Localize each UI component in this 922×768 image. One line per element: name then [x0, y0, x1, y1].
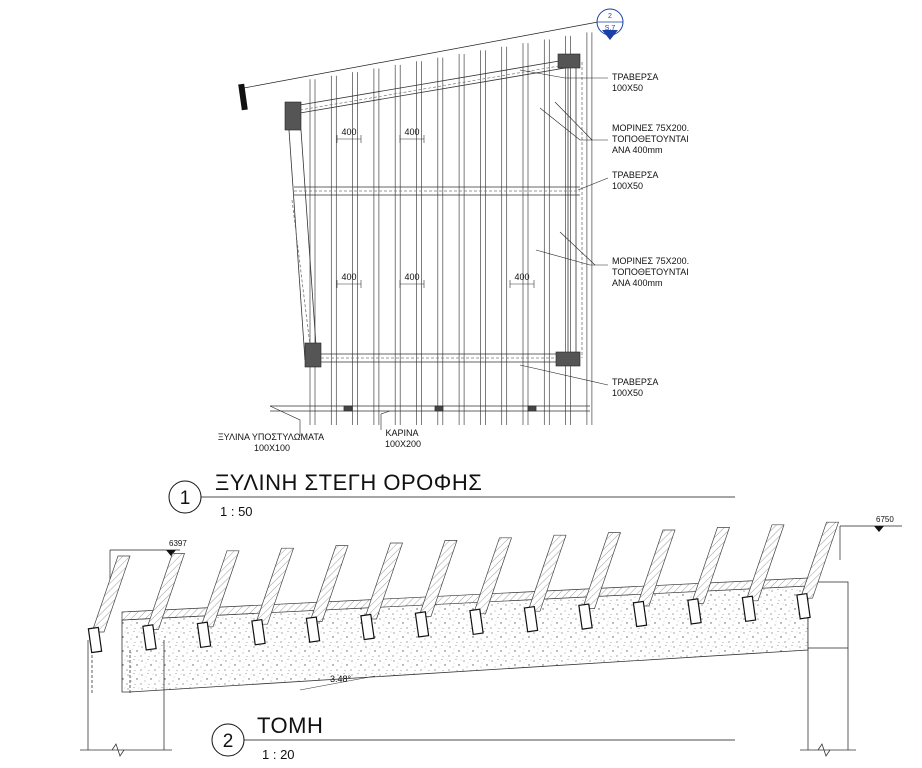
rafter [352, 72, 358, 425]
level-value-left: 6397 [169, 539, 187, 548]
label-morines-top: ΜΟΡΙΝΕΣ 75Χ200. ΤΟΠΟΘΕΤΟΥΝΤΑΙ ΑΝΑ 400mm [612, 123, 692, 155]
section-rafter [196, 550, 240, 649]
section-rafter [796, 521, 839, 620]
view-title-2: 2 ΤΟΜΗ 1 : 20 [211, 713, 735, 762]
section-marker-number: 2 [608, 13, 612, 20]
dimension-400: 400 [336, 127, 362, 143]
rafter [522, 43, 529, 425]
level-marker-right: 6750 [839, 515, 902, 560]
level-marker-left: 6397 [109, 539, 187, 580]
view-title-text-1: ΞΥΛΙΝΗ ΣΤΕΓΗ ΟΡΟΦΗΣ [215, 470, 482, 495]
dimension-400: 400 [399, 272, 425, 288]
view-scale-1: 1 : 50 [220, 504, 253, 519]
rafter [373, 68, 380, 425]
rafter [501, 46, 508, 425]
label-karina: ΚΑΡΙΝΑ 100Χ200 [385, 428, 421, 449]
section-rafter [578, 532, 621, 630]
rafter [394, 64, 401, 425]
view-title-text-2: ΤΟΜΗ [257, 713, 323, 738]
rafter [416, 61, 422, 425]
rafter [437, 57, 444, 425]
right-wall [800, 581, 856, 757]
dimension-label: 400 [341, 127, 356, 137]
post-block [284, 101, 302, 131]
section-rafter [632, 529, 676, 628]
section-rafter [414, 540, 458, 638]
level-value-right: 6750 [876, 515, 894, 524]
section-rafter [142, 553, 185, 651]
leader-lines [269, 69, 609, 436]
rafter [309, 79, 316, 425]
dimension-400: 400 [336, 272, 362, 288]
section-rafter [469, 537, 512, 636]
dimension-label: 400 [404, 127, 419, 137]
dimension-label: 400 [514, 272, 529, 282]
dimension-400: 400 [509, 272, 535, 288]
section-cut-mark [238, 83, 248, 111]
rafter [458, 54, 465, 425]
section-rafter [251, 547, 294, 646]
view-number-1: 1 [180, 488, 191, 509]
section-marker-sheet: S.7 [605, 25, 616, 32]
view-scale-2: 1 : 20 [262, 747, 295, 762]
section-rafter [687, 527, 730, 625]
label-traversa-top: ΤΡΑΒΕΡΣΑ 100Χ50 [612, 72, 660, 93]
section-rafter [523, 534, 567, 633]
middle-traverse-beam [294, 186, 580, 196]
rafter [586, 32, 593, 425]
section-rafter [87, 555, 131, 654]
section-rafter [741, 524, 785, 623]
slope-label: 3.48° [330, 674, 352, 684]
section-rafters [87, 521, 839, 654]
dimension-label: 400 [404, 272, 419, 282]
rafter [543, 39, 550, 425]
rafter [330, 75, 337, 425]
rafter [480, 50, 486, 425]
roof-plan: 400 400 400 400 400 ΤΡΑΒΕΡΣΑ 100Χ50 ΜΟΡΙΝΕΣ … [218, 8, 692, 453]
post-block [557, 53, 581, 69]
roof-section: 3.48° 6397 6750 [80, 515, 902, 757]
dimension-marks: 400 400 400 400 400 [336, 127, 535, 288]
left-edge-beam [288, 129, 318, 361]
post-block [304, 342, 322, 368]
label-posts: ΞΥΛΙΝΑ ΥΠΟΣΤΥΛΩΜΑΤΑ 100Χ100 [218, 432, 326, 453]
label-traversa-bot: ΤΡΑΒΕΡΣΑ 100Χ50 [612, 377, 660, 398]
rafters [309, 32, 593, 425]
post-block [555, 351, 581, 367]
section-rafter [305, 545, 349, 643]
dimension-label: 400 [341, 272, 356, 282]
section-marker: 2 S.7 [596, 8, 624, 40]
karina-beam [270, 405, 590, 412]
bottom-traverse-beam [306, 353, 580, 363]
label-traversa-mid: ΤΡΑΒΕΡΣΑ 100Χ50 [612, 170, 660, 191]
top-traverse-beam [243, 21, 599, 114]
view-title-1: 1 ΞΥΛΙΝΗ ΣΤΕΓΗ ΟΡΟΦΗΣ 1 : 50 [168, 470, 735, 519]
section-rafter [360, 542, 403, 641]
left-wall [80, 640, 172, 757]
view-number-2: 2 [223, 731, 234, 752]
label-morines-mid: ΜΟΡΙΝΕΣ 75Χ200. ΤΟΠΟΘΕΤΟΥΝΤΑΙ ΑΝΑ 400mm [612, 256, 692, 288]
dimension-400: 400 [399, 127, 425, 143]
right-edge-beam [567, 62, 583, 358]
